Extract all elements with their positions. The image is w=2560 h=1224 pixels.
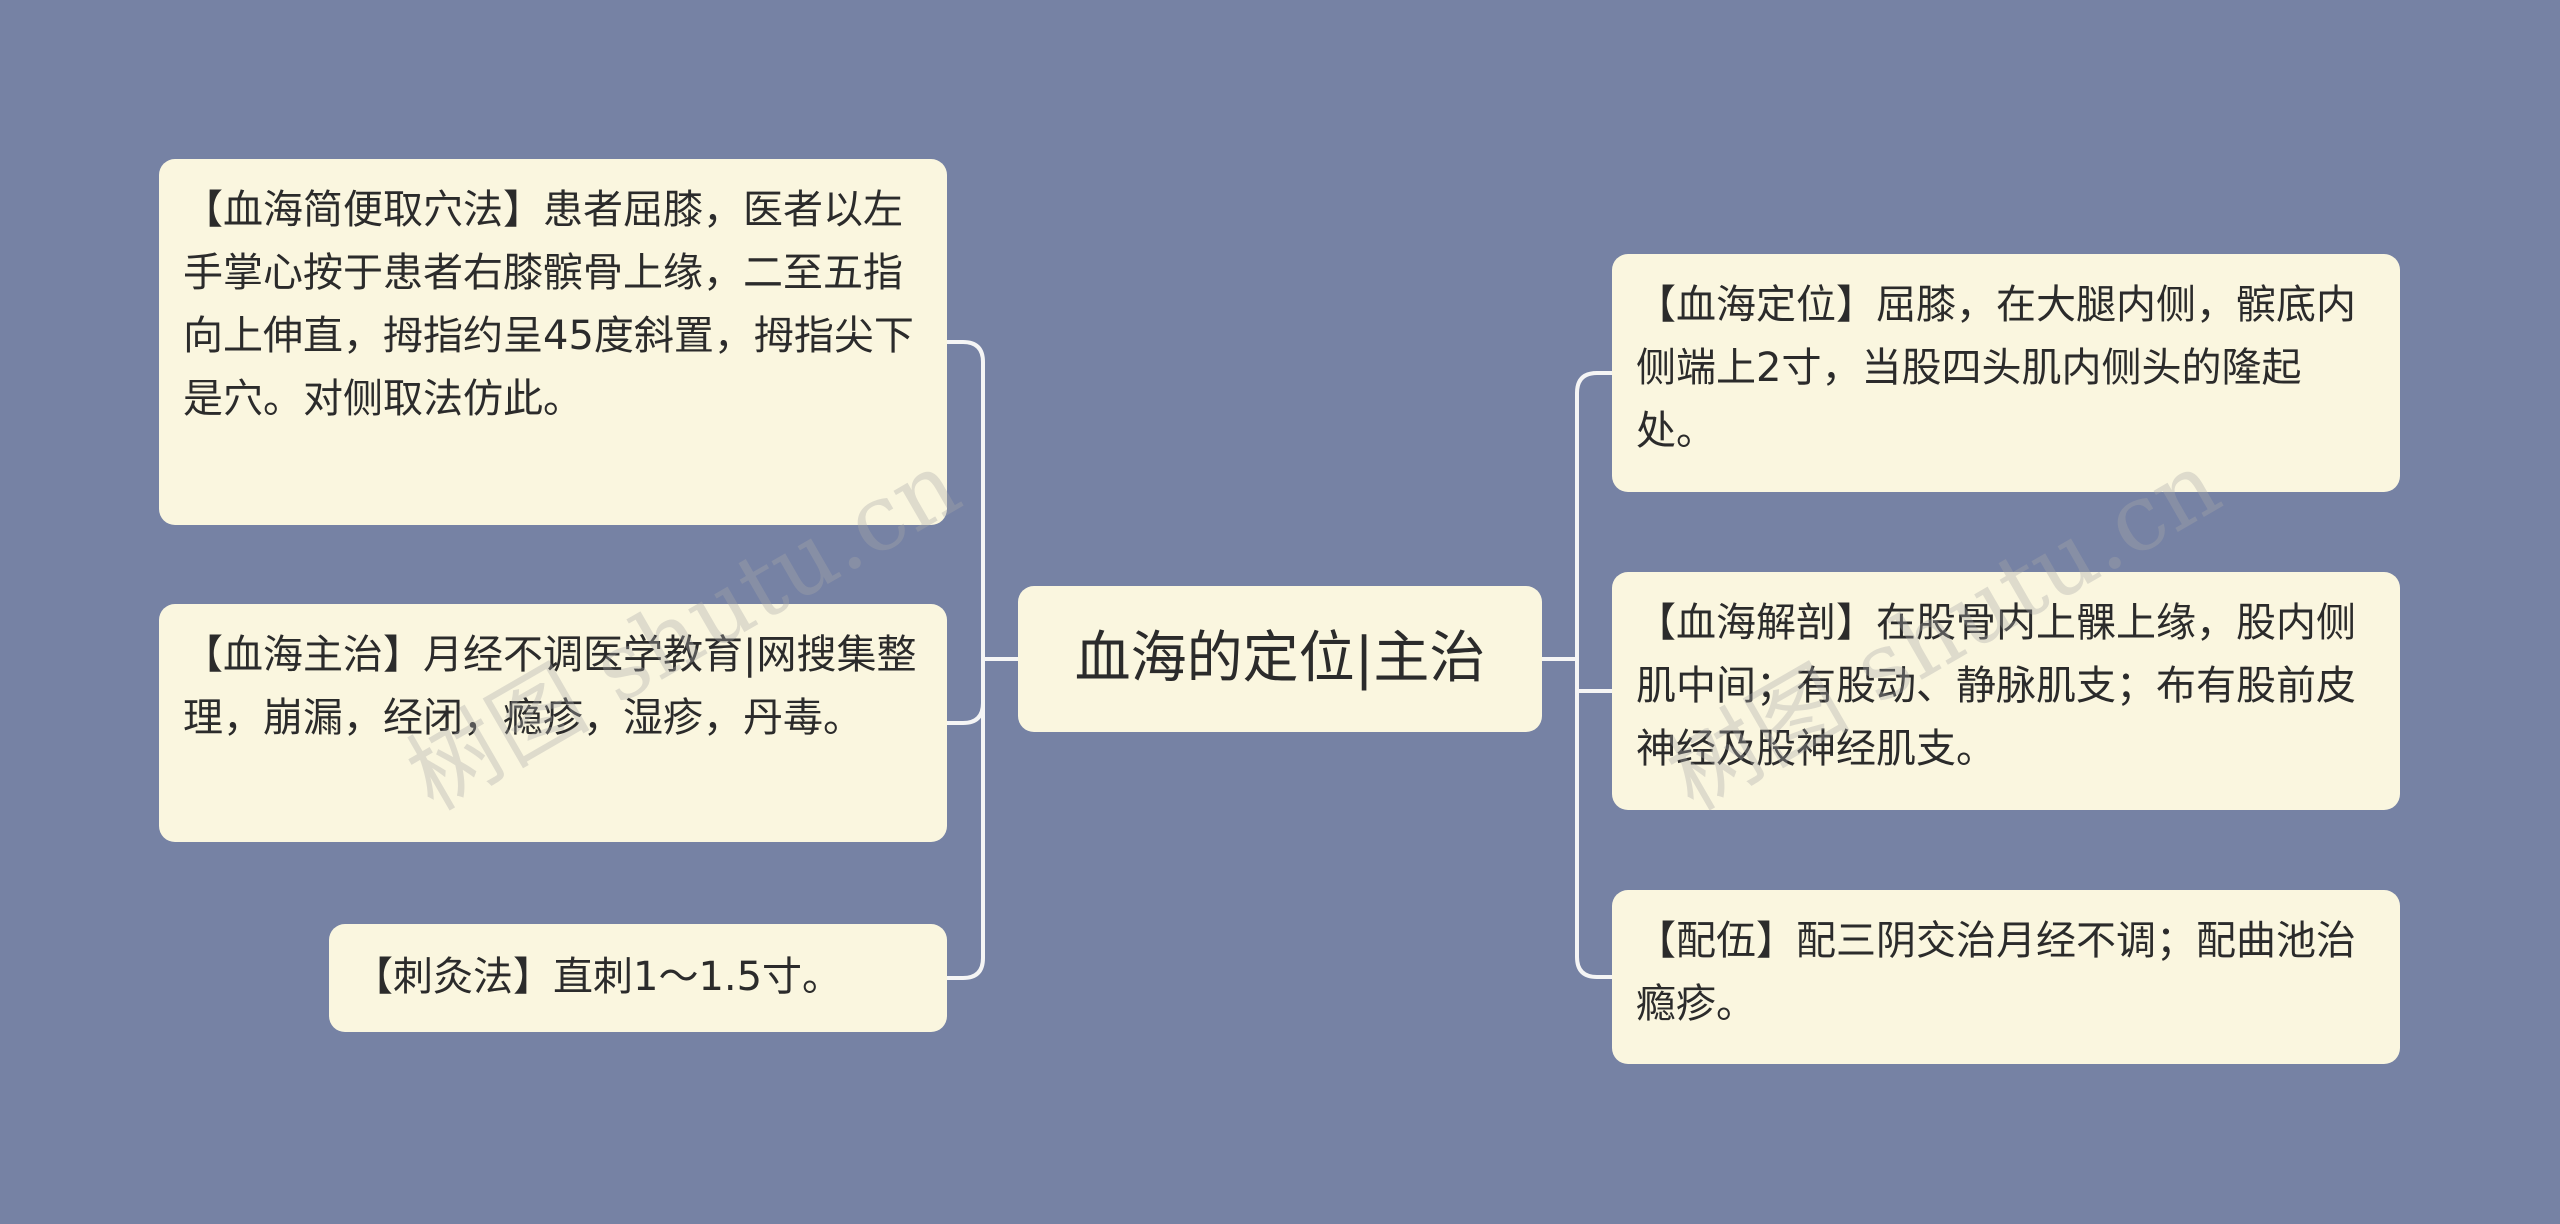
node-combination: 【配伍】配三阴交治月经不调；配曲池治瘾疹。 <box>1612 890 2400 1064</box>
node-text: 【血海主治】月经不调医学教育|网搜集整理，崩漏，经闭，瘾疹，湿疹，丹毒。 <box>183 632 917 741</box>
node-text: 【血海定位】屈膝，在大腿内侧，髌底内侧端上2寸，当股四头肌内侧头的隆起处。 <box>1636 282 2356 454</box>
node-xuehai-anatomy: 【血海解剖】在股骨内上髁上缘，股内侧肌中间；有股动、静脉肌支；布有股前皮神经及股… <box>1612 572 2400 810</box>
node-text: 【刺灸法】直刺1～1.5寸。 <box>353 954 843 1000</box>
node-xuehai-location: 【血海定位】屈膝，在大腿内侧，髌底内侧端上2寸，当股四头肌内侧头的隆起处。 <box>1612 254 2400 492</box>
center-topic: 血海的定位|主治 <box>1018 586 1542 732</box>
center-topic-label: 血海的定位|主治 <box>1074 626 1486 691</box>
node-needling-method: 【刺灸法】直刺1～1.5寸。 <box>329 924 947 1032</box>
node-xuehai-easy-location-method: 【血海简便取穴法】患者屈膝，医者以左手掌心按于患者右膝髌骨上缘，二至五指向上伸直… <box>159 159 947 525</box>
node-xuehai-indications: 【血海主治】月经不调医学教育|网搜集整理，崩漏，经闭，瘾疹，湿疹，丹毒。 <box>159 604 947 842</box>
node-text: 【血海解剖】在股骨内上髁上缘，股内侧肌中间；有股动、静脉肌支；布有股前皮神经及股… <box>1636 600 2356 772</box>
node-text: 【配伍】配三阴交治月经不调；配曲池治瘾疹。 <box>1636 918 2356 1027</box>
node-text: 【血海简便取穴法】患者屈膝，医者以左手掌心按于患者右膝髌骨上缘，二至五指向上伸直… <box>183 187 914 422</box>
